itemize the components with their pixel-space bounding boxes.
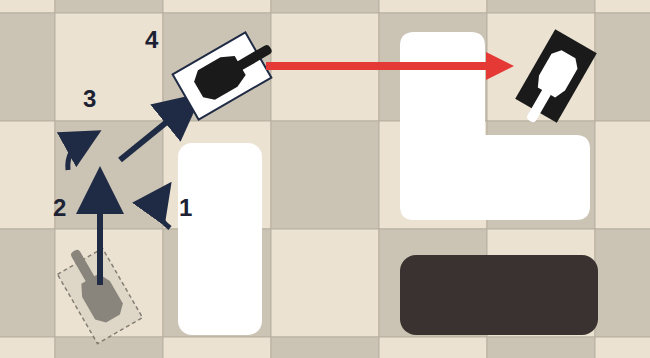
floor-tile bbox=[55, 13, 163, 121]
callout-number: 4 bbox=[145, 28, 158, 52]
player-tank bbox=[173, 25, 284, 119]
floor-tile bbox=[595, 121, 650, 229]
floor-tile bbox=[271, 229, 379, 337]
fire-head bbox=[486, 52, 514, 80]
floor-tile bbox=[379, 337, 487, 358]
floor-tile bbox=[271, 121, 379, 229]
floor-tile bbox=[163, 13, 271, 121]
floor-tile bbox=[271, 337, 379, 358]
move-arrow bbox=[97, 190, 103, 285]
floor-tile bbox=[55, 0, 163, 13]
enemy-tank bbox=[509, 29, 597, 133]
floor-tile bbox=[595, 229, 650, 337]
dark-obstacle bbox=[400, 255, 598, 335]
floor-tile bbox=[487, 0, 595, 13]
floor-tile bbox=[0, 0, 55, 13]
callout-number: 1 bbox=[179, 196, 192, 220]
floor-tile bbox=[0, 337, 55, 358]
callout-number: 3 bbox=[83, 87, 96, 111]
floor-tile bbox=[379, 0, 487, 13]
floor-tile bbox=[163, 337, 271, 358]
floor-tile bbox=[0, 229, 55, 337]
floor-tile bbox=[487, 337, 595, 358]
fire-line bbox=[266, 62, 492, 70]
move-arrow bbox=[120, 108, 184, 160]
wall-obstacle bbox=[178, 143, 262, 335]
floor-tile bbox=[595, 13, 650, 121]
floor-tile bbox=[0, 121, 55, 229]
floor-tile bbox=[595, 0, 650, 13]
floor-tile bbox=[55, 337, 163, 358]
turn-arrow bbox=[157, 198, 170, 228]
callout-number: 2 bbox=[53, 196, 66, 220]
floor-tile bbox=[0, 13, 55, 121]
l-wall-obstacle bbox=[400, 32, 590, 220]
turn-arrow bbox=[68, 140, 84, 170]
floor-tile bbox=[163, 0, 271, 13]
floor-tile bbox=[271, 0, 379, 13]
floor-tile bbox=[595, 337, 650, 358]
